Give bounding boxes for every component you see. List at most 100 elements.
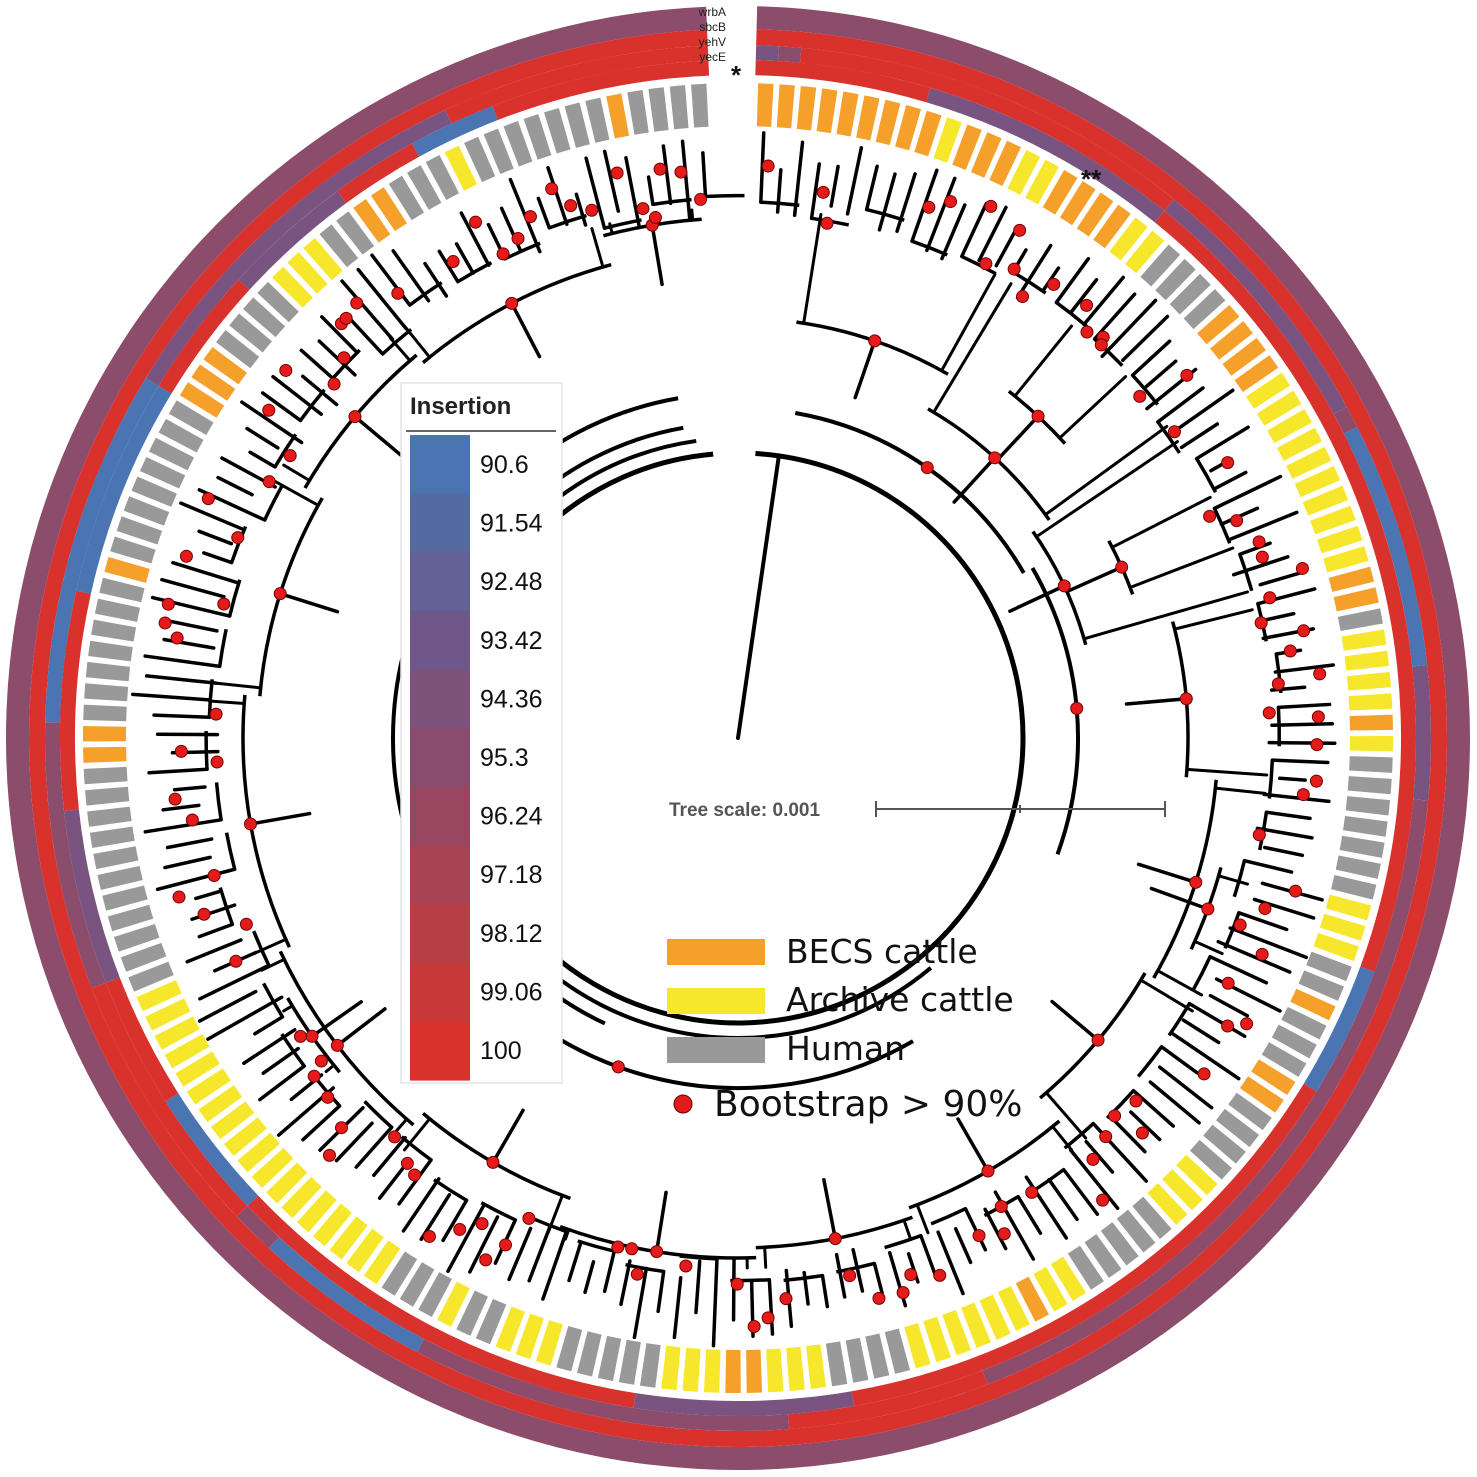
tree-branch (994, 225, 1019, 268)
bootstrap-dot (207, 868, 221, 882)
tree-branch (877, 172, 897, 232)
tree-branch (853, 339, 877, 400)
tree-branch (459, 211, 491, 267)
tree-branch (602, 1249, 617, 1294)
bootstrap-dot (979, 257, 993, 271)
bootstrap-dot (239, 917, 253, 931)
category-cell (145, 998, 191, 1031)
category-cell (399, 1262, 435, 1307)
category-cell (1290, 988, 1336, 1021)
bootstrap-dot (388, 1130, 402, 1144)
bootstrap-dot (158, 616, 172, 630)
category-cell (154, 1016, 200, 1050)
bootstrap-dot (330, 1038, 344, 1052)
category-cell (1189, 1139, 1232, 1180)
tree-branch (202, 551, 234, 565)
tree-branch (282, 1004, 294, 1013)
tree-branch-arc (1267, 760, 1275, 799)
category-cell (997, 1285, 1030, 1332)
category-cell (1261, 1042, 1307, 1077)
tree-branch-arc (884, 1234, 922, 1250)
category-cell (243, 297, 286, 338)
category-cell (229, 313, 272, 353)
tree-branch (437, 249, 460, 284)
heat-ring-2-segment (45, 722, 106, 989)
tree-branch (509, 301, 542, 359)
insertion-scale-label: 95.3 (480, 744, 529, 772)
bootstrap-dot (988, 451, 1002, 465)
bootstrap-dot (1258, 902, 1272, 916)
insertion-scale-cell (410, 786, 470, 847)
tree-branch (1208, 993, 1250, 1018)
tree-branch (902, 1218, 913, 1241)
tree-branch (301, 374, 339, 407)
tree-branch (155, 867, 237, 892)
tree-branch (1213, 786, 1267, 795)
bootstrap-dot (422, 1229, 436, 1243)
tree-branch (711, 1257, 719, 1348)
tree-branch (925, 176, 957, 253)
bootstrap-dot (1180, 368, 1194, 382)
tree-branch-arc (705, 193, 745, 199)
bootstrap-dot (496, 247, 510, 261)
heat-ring-2-segment (416, 1338, 790, 1431)
tree-branch (1157, 1065, 1214, 1110)
bootstrap-dot (273, 587, 287, 601)
bootstrap-dot (339, 311, 353, 325)
tree-branch (310, 1000, 363, 1039)
bootstrap-dot (201, 492, 215, 506)
category-cell (825, 1341, 848, 1387)
bootstrap-dot (209, 707, 223, 721)
bootstrap-dot (1252, 828, 1266, 842)
tree-branch (608, 222, 614, 235)
tree-branch (388, 336, 412, 363)
category-cell (682, 1347, 701, 1392)
bootstrap-dot (1013, 223, 1027, 237)
tree-branch (1034, 440, 1179, 539)
tree-branch-arc (1063, 1122, 1095, 1150)
tree-branch (147, 767, 209, 775)
bootstrap-dot (779, 1292, 793, 1306)
category-cell (577, 1331, 602, 1377)
tree-branch (1231, 555, 1290, 577)
heat-ring-2-segment (236, 1206, 280, 1249)
bootstrap-dot (761, 1311, 775, 1325)
bootstrap-dot (505, 296, 519, 310)
tree-branch (632, 1266, 649, 1340)
tree-branch (654, 1190, 668, 1254)
category-cell (1302, 485, 1349, 516)
tree-branch (1156, 969, 1204, 997)
tree-branch (397, 1158, 433, 1206)
category-cell (703, 1349, 721, 1393)
tree-branch (546, 1193, 564, 1235)
category-cell (1147, 1183, 1188, 1225)
bootstrap-dot (446, 255, 460, 269)
tree-branch (1061, 1167, 1100, 1216)
legend-bootstrap-dot (673, 1094, 693, 1114)
tree-branch (1139, 978, 1194, 1013)
tree-branch (1264, 810, 1312, 821)
insertion-scale-label: 93.42 (480, 627, 543, 655)
bootstrap-dot (625, 1242, 639, 1256)
bootstrap-dot (994, 1199, 1008, 1213)
tree-branch (216, 475, 254, 497)
heat-ring-2-segment (445, 45, 709, 124)
heat-ring-3-segment (633, 1391, 855, 1416)
ring-labels: wrbA sbcB yehV yecE (698, 5, 726, 64)
bootstrap-dot (262, 403, 276, 417)
category-cell (786, 1346, 805, 1391)
tree-branch-arc (1136, 1045, 1163, 1078)
bootstrap-dot (904, 1268, 918, 1282)
tree-branch (261, 1046, 300, 1075)
tree-branch (1013, 324, 1074, 398)
category-cell (281, 1176, 322, 1219)
bootstrap-dot (1262, 706, 1276, 720)
insertion-scale-label: 91.54 (480, 510, 543, 538)
tree-branch (1159, 1045, 1199, 1075)
bootstrap-dot (1135, 1126, 1149, 1140)
category-cell (91, 619, 137, 642)
bootstrap-dot (1310, 738, 1324, 752)
tree-branch (1185, 767, 1269, 777)
category-cell (1306, 951, 1352, 982)
bootstrap-dot (1129, 1094, 1143, 1108)
